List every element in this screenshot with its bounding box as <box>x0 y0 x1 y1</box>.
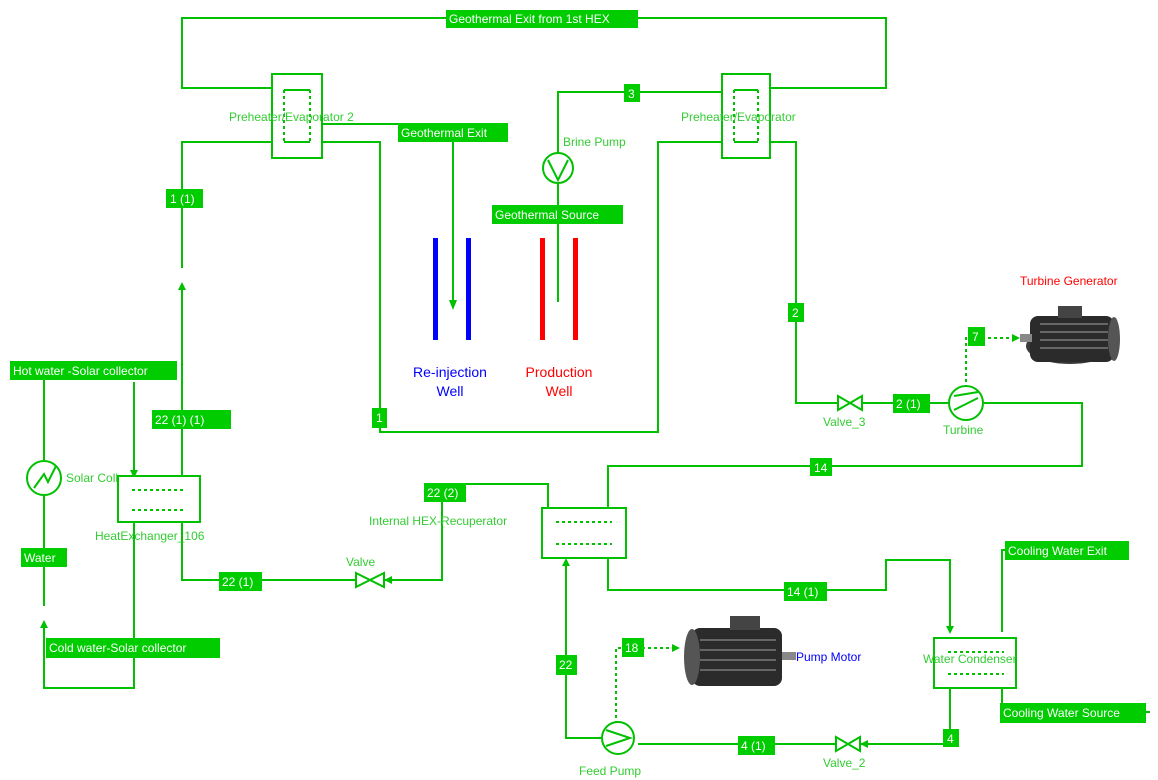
tag-stream-4-1[interactable]: 4 (1) <box>738 736 775 755</box>
internal-hex-recuperator[interactable] <box>542 508 626 558</box>
tag-stream-14-1[interactable]: 14 (1) <box>784 582 827 601</box>
svg-text:18: 18 <box>625 641 639 655</box>
svg-text:22 (2): 22 (2) <box>427 486 458 500</box>
water-condenser-label: Water Condenser <box>923 652 1017 666</box>
svg-text:Hot water -Solar collector: Hot water -Solar collector <box>13 364 148 378</box>
brine-pump[interactable] <box>543 153 573 183</box>
turbine-label: Turbine <box>943 423 984 437</box>
svg-text:4: 4 <box>947 732 954 746</box>
valve-label: Valve <box>346 555 375 569</box>
heat-exchanger-106[interactable] <box>118 476 200 522</box>
svg-text:22 (1) (1): 22 (1) (1) <box>155 413 204 427</box>
feed-pump-label: Feed Pump <box>579 764 641 778</box>
tag-stream-1[interactable]: 1 <box>372 408 387 428</box>
svg-text:Cooling Water Source: Cooling Water Source <box>1003 706 1120 720</box>
turbine[interactable] <box>949 386 983 420</box>
tag-geothermal-source[interactable]: Geothermal Source <box>492 205 623 224</box>
pump-motor-icon[interactable] <box>684 616 796 686</box>
svg-text:22: 22 <box>559 658 573 672</box>
svg-text:Cold water-Solar collector: Cold water-Solar collector <box>49 641 186 655</box>
tag-geothermal-exit-1st-hex[interactable]: Geothermal Exit from 1st HEX <box>446 10 638 28</box>
tag-cooling-water-source[interactable]: Cooling Water Source <box>1000 703 1146 723</box>
valve[interactable] <box>356 573 384 587</box>
svg-text:Geothermal Exit from 1st HEX: Geothermal Exit from 1st HEX <box>449 12 610 26</box>
svg-text:7: 7 <box>972 330 979 344</box>
feed-pump[interactable] <box>602 722 634 754</box>
tag-stream-14[interactable]: 14 <box>810 458 832 476</box>
tag-stream-18[interactable]: 18 <box>622 638 644 657</box>
brine-pump-label: Brine Pump <box>563 135 626 149</box>
tag-stream-22[interactable]: 22 <box>556 655 577 675</box>
tag-stream-1-1[interactable]: 1 (1) <box>166 189 203 208</box>
valve-2[interactable] <box>836 737 860 751</box>
pump-motor-label: Pump Motor <box>796 650 861 664</box>
reinjection-well-label-1: Re-injection <box>413 364 487 380</box>
svg-text:Geothermal Exit: Geothermal Exit <box>401 126 488 140</box>
svg-text:2: 2 <box>792 306 799 320</box>
tag-stream-3[interactable]: 3 <box>624 84 640 102</box>
svg-text:4 (1): 4 (1) <box>741 739 766 753</box>
svg-text:1: 1 <box>376 411 383 425</box>
svg-text:Cooling Water Exit: Cooling Water Exit <box>1008 544 1108 558</box>
production-well-label-1: Production <box>526 364 593 380</box>
tag-stream-2[interactable]: 2 <box>788 303 804 322</box>
svg-text:Water: Water <box>24 551 56 565</box>
svg-text:3: 3 <box>628 87 635 101</box>
heat-exchanger-106-label: HeatExchanger_106 <box>95 529 205 543</box>
tag-water[interactable]: Water <box>21 548 67 567</box>
preheater-evaporator-2-label: Preheater/Evaporator 2 <box>229 110 354 124</box>
tag-stream-22-1[interactable]: 22 (1) <box>219 572 262 591</box>
valve-2-label: Valve_2 <box>823 756 866 770</box>
tag-stream-2-1[interactable]: 2 (1) <box>893 394 930 413</box>
svg-text:Geothermal Source: Geothermal Source <box>495 208 599 222</box>
tag-hot-water-solar-collector[interactable]: Hot water -Solar collector <box>10 361 177 380</box>
preheater-evaporator-label: Preheater/Evaporator <box>681 110 796 124</box>
tag-stream-7[interactable]: 7 <box>968 327 985 346</box>
turbine-generator-label: Turbine Generator <box>1020 274 1118 288</box>
tag-cold-water-solar-collector[interactable]: Cold water-Solar collector <box>46 638 220 658</box>
stream-lines <box>40 18 1150 744</box>
svg-text:14 (1): 14 (1) <box>787 585 818 599</box>
svg-text:2 (1): 2 (1) <box>896 397 921 411</box>
tag-geothermal-exit[interactable]: Geothermal Exit <box>398 123 508 142</box>
reinjection-well-label-2: Well <box>437 383 464 399</box>
tag-cooling-water-exit[interactable]: Cooling Water Exit <box>1005 541 1129 560</box>
svg-text:14: 14 <box>814 461 828 475</box>
production-well-label-2: Well <box>546 383 573 399</box>
internal-hex-label: Internal HEX-Recuperator <box>369 514 507 528</box>
tag-stream-22-1-1[interactable]: 22 (1) (1) <box>152 410 231 429</box>
solar-collector[interactable] <box>27 461 61 495</box>
svg-text:1 (1): 1 (1) <box>170 192 195 206</box>
tag-stream-22-2[interactable]: 22 (2) <box>424 483 466 502</box>
valve-3-label: Valve_3 <box>823 415 866 429</box>
turbine-generator-icon[interactable] <box>1020 306 1120 364</box>
svg-text:22 (1): 22 (1) <box>222 575 253 589</box>
tag-stream-4[interactable]: 4 <box>943 729 959 747</box>
valve-3[interactable] <box>838 396 862 410</box>
